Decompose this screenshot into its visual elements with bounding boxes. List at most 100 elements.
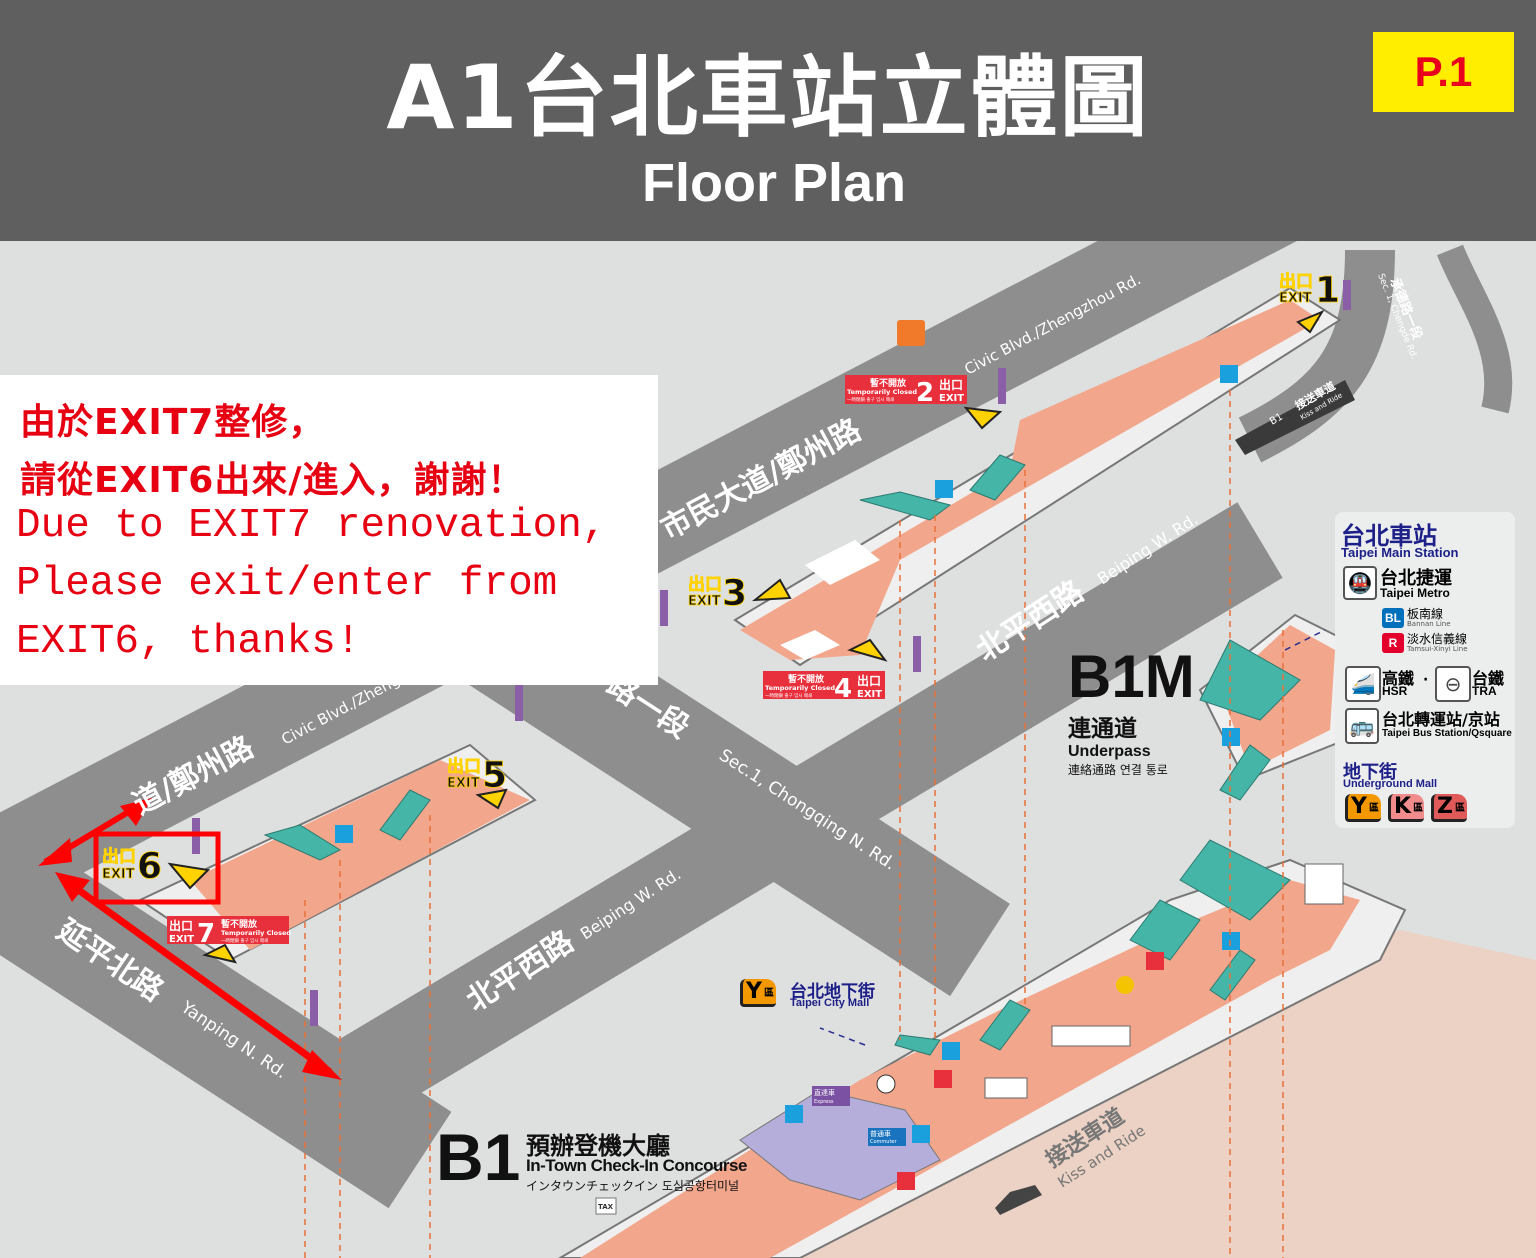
header: A1台北車站立體圖 Floor Plan P.1 <box>0 0 1536 241</box>
escalator <box>1199 639 1301 721</box>
tax-refund-label: TAX <box>598 1203 614 1211</box>
svg-text:出口: 出口 <box>939 377 963 392</box>
legend-tra-en: TRA <box>1472 684 1497 698</box>
legend-hsr-zh: 高鐵 <box>1382 669 1415 688</box>
left-concourse <box>190 760 530 950</box>
level-name-ja-ko: 連絡通路 연결 통로 <box>1068 763 1168 777</box>
svg-text:一時閉鎖 출구 임시 폐쇄: 一時閉鎖 출구 임시 폐쇄 <box>221 937 268 944</box>
exit-4-arrow <box>847 638 888 662</box>
exit-2-arrow <box>963 406 1003 430</box>
voids <box>780 540 880 660</box>
svg-text:暫不開放: 暫不開放 <box>221 918 258 930</box>
escalator <box>894 1034 941 1056</box>
svg-text:2: 2 <box>916 378 934 408</box>
notice-line-4: Please exit/enter from <box>16 561 558 607</box>
legend-r-en: Tamsui-Xinyi Line <box>1407 645 1468 653</box>
svg-text:暫不開放: 暫不開放 <box>788 673 825 685</box>
page-subtitle: Floor Plan <box>641 153 906 213</box>
exit-3-arrow <box>751 578 792 602</box>
elevator-icon <box>912 1125 930 1143</box>
tra-icon: ⊖ <box>1435 666 1471 702</box>
notice-line-3: Due to EXIT7 renovation, <box>16 503 607 549</box>
commuter-label: 普通車 <box>870 1129 891 1138</box>
exit-4-closed-label: 暫不開放 Temporarily Closed 一時閉鎖 출구 임시 폐쇄 4 … <box>763 671 885 704</box>
legend-mall-en: Underground Mall <box>1343 778 1438 790</box>
help-icon <box>876 1074 896 1094</box>
page-title: A1台北車站立體圖 <box>386 46 1150 149</box>
checkin-labels: 直達車 Express 普通車 Commuter TAX <box>595 1086 1042 1215</box>
exit-7-closed-label: 出口 EXIT 7 暫不開放 Temporarily Closed 一時閉鎖 출… <box>167 916 291 949</box>
mall-direction <box>819 629 1326 1046</box>
legend-bus-en: Taipei Bus Station/Qsquare <box>1382 728 1512 739</box>
svg-text:出口: 出口 <box>169 918 193 933</box>
exit-6-highlight <box>38 798 342 1080</box>
legend-separator: · <box>1423 672 1429 688</box>
escalators <box>263 454 1301 1056</box>
svg-text:4: 4 <box>834 674 852 704</box>
legend-hsr-en: HSR <box>1382 684 1408 698</box>
exit-arrows <box>167 309 1325 964</box>
renovation-notice: 由於EXIT7整修， 請從EXIT6出來/進入，謝謝！ Due to EXIT7… <box>0 375 658 685</box>
level-name-zh: 預辦登機大廳 <box>526 1132 670 1160</box>
elevator-icon <box>785 1105 803 1123</box>
aed-icon <box>1146 952 1164 970</box>
svg-text:一時閉鎖 출구 임시 폐쇄: 一時閉鎖 출구 임시 폐쇄 <box>765 692 812 699</box>
road-civic-blvd <box>0 84 1442 917</box>
exit-6-arrow <box>167 862 211 890</box>
metro-icon: 🚇 <box>1343 566 1377 600</box>
svg-text:出口: 出口 <box>102 846 136 867</box>
tourist-info-icon <box>897 320 925 346</box>
r-line-badge: R <box>1382 633 1404 653</box>
express-label-en: Express <box>814 1099 834 1105</box>
svg-text:3: 3 <box>722 573 747 614</box>
notice-line-5: EXIT6, thanks! <box>16 619 361 665</box>
escalator <box>859 491 952 521</box>
svg-text:EXIT: EXIT <box>688 594 721 609</box>
svg-text:Temporarily Closed: Temporarily Closed <box>221 929 291 937</box>
notice-line-2: 請從EXIT6出來/進入，謝謝！ <box>20 460 525 501</box>
exit-6-highlight-box <box>93 831 221 905</box>
elevator-icon <box>942 1042 960 1060</box>
level-name-en: In-Town Check-In Concourse <box>526 1156 747 1175</box>
station-legend: 台北車站 Taipei Main Station 🚇 台北捷運 Taipei M… <box>1335 512 1515 828</box>
road-yanping <box>0 831 452 1209</box>
road-beiping <box>267 502 1283 1158</box>
svg-text:1: 1 <box>1315 270 1340 311</box>
svg-text:EXIT: EXIT <box>939 393 964 404</box>
notice-line-1: 由於EXIT7整修， <box>20 402 326 443</box>
svg-text:出口: 出口 <box>1279 271 1313 292</box>
level-b1m-label: B1M 連通道 Underpass 連絡通路 연결 통로 <box>1068 645 1195 778</box>
svg-text:5: 5 <box>482 755 507 796</box>
info-icon <box>1116 976 1134 994</box>
legend-bl-en: Bannan Line <box>1407 620 1451 628</box>
toilet-icon <box>984 1077 1028 1099</box>
express-label: 直達車 <box>814 1088 835 1097</box>
svg-text:EXIT: EXIT <box>857 689 882 700</box>
level-code: B1M <box>1068 643 1195 710</box>
escalator <box>379 789 431 841</box>
legend-bus-zh: 台北轉運站/京站 <box>1382 710 1500 729</box>
exit-2-closed-label: 暫不開放 Temporarily Closed 一時閉鎖 출구 임시 폐쇄 2 … <box>845 375 967 408</box>
level-name-ja-ko: インタウンチェックイン 도심공항터미널 <box>526 1179 740 1193</box>
commuter-label-en: Commuter <box>870 1139 897 1145</box>
svg-text:Temporarily Closed: Temporarily Closed <box>847 388 917 396</box>
legend-mall-zh: 地下街 <box>1343 762 1397 783</box>
elevator-icon <box>1222 932 1240 950</box>
facility-icons <box>876 320 1344 1190</box>
closed-exit-labels: 暫不開放 Temporarily Closed 一時閉鎖 출구 임시 폐쇄 2 … <box>167 375 967 949</box>
svg-text:出口: 出口 <box>447 756 481 777</box>
aed-icon <box>897 1172 915 1190</box>
page-number-badge: P.1 <box>1373 32 1514 112</box>
bl-line-badge: BL <box>1382 608 1404 628</box>
mall-name-en: Taipei City Mall <box>790 997 870 1009</box>
exit-7-arrow <box>202 943 238 964</box>
car-icon <box>995 1185 1042 1215</box>
